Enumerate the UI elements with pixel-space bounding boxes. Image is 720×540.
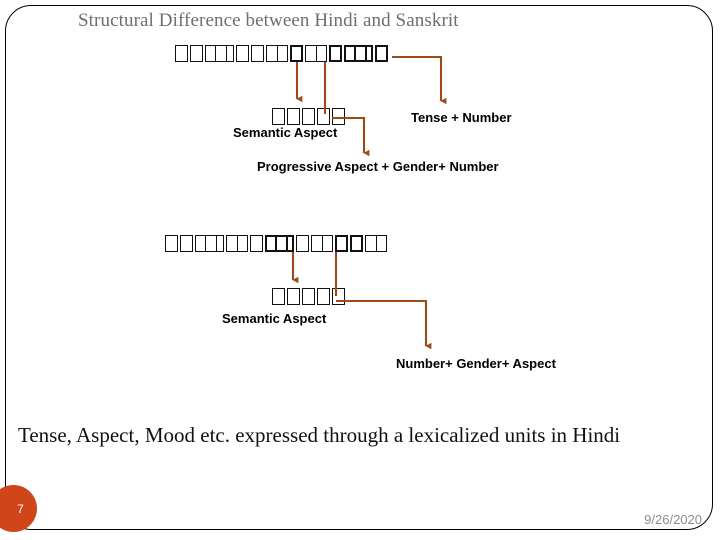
slide-number-badge: 7 (0, 485, 37, 532)
glyph-box (266, 45, 288, 62)
glyph-box (287, 108, 300, 125)
glyph-box (165, 235, 178, 252)
glyph-box (175, 45, 188, 62)
glyph-box (272, 108, 285, 125)
glyph-box (205, 45, 234, 62)
glyph-box (311, 235, 333, 252)
glyph-box (251, 45, 264, 62)
label-tense-number: Tense + Number (411, 110, 512, 125)
glyph-box (296, 235, 309, 252)
sanskrit-root-glyphs (272, 285, 345, 305)
glyph-box (335, 235, 348, 252)
slide-date: 9/26/2020 (644, 512, 702, 527)
glyph-box (290, 45, 303, 62)
arrow-tense-number (392, 55, 447, 105)
glyph-box (332, 108, 345, 125)
glyph-box (265, 235, 294, 252)
glyph-box (365, 235, 387, 252)
glyph-box (195, 235, 224, 252)
glyph-box (305, 45, 327, 62)
glyph-box (329, 45, 342, 62)
label-semantic-aspect-top: Semantic Aspect (233, 125, 338, 140)
glyph-box (302, 288, 315, 305)
glyph-box (317, 288, 330, 305)
slide-border-frame (5, 5, 713, 530)
glyph-box (302, 108, 315, 125)
label-number-gender-aspect: Number+ Gender+ Aspect (396, 356, 556, 371)
glyph-box (344, 45, 373, 62)
hindi-root-glyphs (272, 105, 345, 125)
summary-text: Tense, Aspect, Mood etc. expressed throu… (18, 423, 621, 447)
label-semantic-aspect-bottom: Semantic Aspect (222, 311, 327, 326)
glyph-box (180, 235, 193, 252)
sanskrit-verb-phrase-glyphs (165, 232, 387, 252)
hindi-verb-phrase-glyphs (175, 42, 388, 62)
glyph-box (236, 45, 249, 62)
glyph-box (272, 288, 285, 305)
glyph-box (190, 45, 203, 62)
glyph-box (250, 235, 263, 252)
page-title: Structural Difference between Hindi and … (78, 10, 459, 31)
label-progressive-aspect: Progressive Aspect + Gender+ Number (257, 159, 499, 174)
glyph-box (317, 108, 330, 125)
glyph-box (332, 288, 345, 305)
glyph-box (375, 45, 388, 62)
arrow-number-gender-aspect (336, 299, 432, 350)
glyph-box (226, 235, 248, 252)
glyph-box (287, 288, 300, 305)
glyph-box (350, 235, 363, 252)
